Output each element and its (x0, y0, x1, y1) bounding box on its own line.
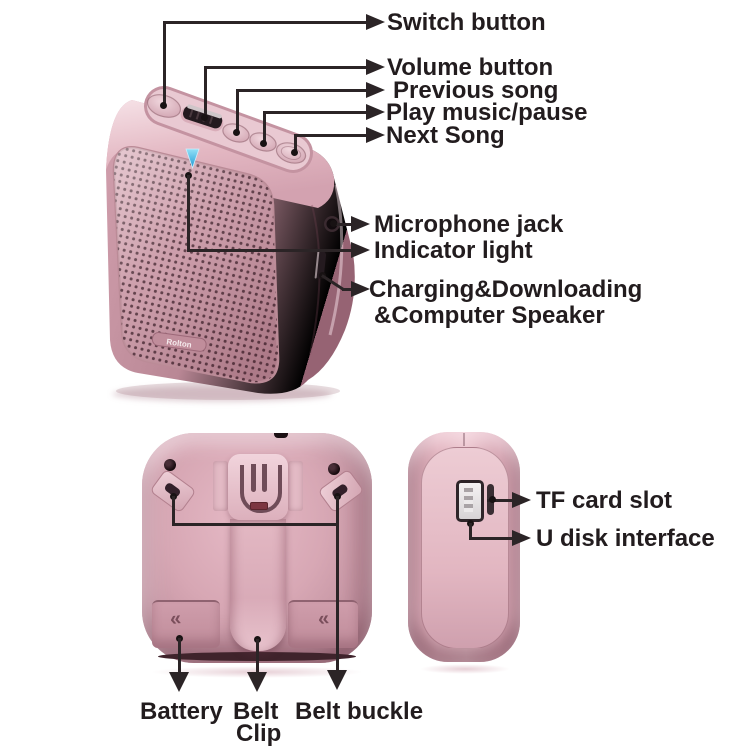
callout-line (469, 537, 513, 540)
clip-slot (250, 502, 268, 510)
arrow-right-icon (351, 242, 370, 258)
clip-tab-left (213, 461, 228, 511)
label-play-pause: Play music/pause (386, 99, 588, 126)
battery-door-left: « (152, 600, 220, 648)
callout-line (163, 22, 166, 106)
arrow-right-icon (366, 14, 385, 30)
arrow-right-icon (351, 216, 370, 232)
callout-line (336, 496, 339, 670)
label-charging-line1: Charging&Downloading (369, 276, 643, 303)
clip-prong (262, 464, 267, 492)
arrow-right-icon (512, 492, 531, 508)
callout-line (294, 135, 297, 153)
callout-line (263, 112, 266, 144)
callout-line (342, 288, 354, 291)
label-charging-line2: &Computer Speaker (374, 302, 605, 329)
callout-line (204, 67, 207, 118)
charging-port (314, 250, 327, 279)
arrow-right-icon (512, 530, 531, 546)
label-previous-song: Previous song (393, 77, 559, 104)
arrow-down-icon (169, 672, 189, 692)
label-belt-clip-line1: Belt (233, 698, 279, 725)
callout-dot (260, 140, 267, 147)
indicator-light (185, 148, 200, 170)
arrow-right-icon (366, 104, 385, 120)
label-switch-button: Switch button (387, 9, 546, 36)
arrow-right-icon (366, 82, 385, 98)
callout-line (236, 90, 239, 133)
label-next-song: Next Song (386, 122, 505, 149)
callout-line (256, 639, 259, 672)
label-u-disk-interface: U disk interface (536, 525, 715, 552)
callout-line (187, 175, 190, 251)
label-belt-buckle: Belt buckle (295, 698, 424, 725)
usb-port (456, 480, 484, 522)
clip-groove (240, 465, 282, 513)
seam-line (463, 433, 465, 446)
logo-text: Rolton (166, 337, 192, 349)
clip-tab-right (288, 461, 303, 511)
screw-left (164, 459, 176, 471)
callout-line (333, 223, 353, 226)
label-microphone-jack: Microphone jack (374, 211, 564, 238)
device-top-face (106, 100, 335, 208)
callout-line (178, 638, 181, 672)
callout-line (172, 496, 175, 525)
amplifier-perspective-view: Rolton (106, 86, 355, 400)
label-belt-clip-line2: Clip (236, 720, 282, 747)
callout-line (487, 499, 513, 502)
arrow-down-icon (327, 670, 347, 690)
battery-door-right: « (288, 600, 358, 648)
label-tf-card-slot: TF card slot (536, 487, 673, 514)
belt-clip-mount (228, 454, 288, 520)
callout-line (236, 89, 368, 92)
brand-logo: Rolton (151, 332, 207, 352)
callout-line (172, 523, 339, 526)
callout-line (263, 111, 368, 114)
amplifier-side-view (408, 432, 520, 662)
usb-pins (464, 488, 473, 512)
arrow-right-icon (351, 281, 370, 297)
callout-line (321, 274, 345, 291)
callout-dot (201, 114, 208, 121)
callout-dot (330, 220, 337, 227)
callout-line (204, 66, 368, 69)
hanger-notch (274, 433, 288, 438)
callout-line (294, 134, 368, 137)
amplifier-back-view: « « (142, 433, 372, 663)
callout-line (163, 21, 368, 24)
clip-prong (251, 464, 256, 492)
callout-dot (489, 496, 496, 503)
callout-dot (160, 102, 167, 109)
label-volume-button: Volume button (387, 54, 554, 81)
belt-clip (230, 519, 286, 651)
callout-line (187, 249, 353, 252)
label-battery: Battery (140, 698, 223, 725)
arrow-right-icon (366, 59, 385, 75)
callout-line (469, 523, 472, 538)
arrow-down-icon (247, 672, 267, 692)
label-indicator-light: Indicator light (374, 237, 533, 264)
reflection (420, 664, 510, 674)
callout-dot (233, 129, 240, 136)
screw-right (328, 463, 340, 475)
callout-dot (291, 149, 298, 156)
arrow-right-icon (366, 127, 385, 143)
